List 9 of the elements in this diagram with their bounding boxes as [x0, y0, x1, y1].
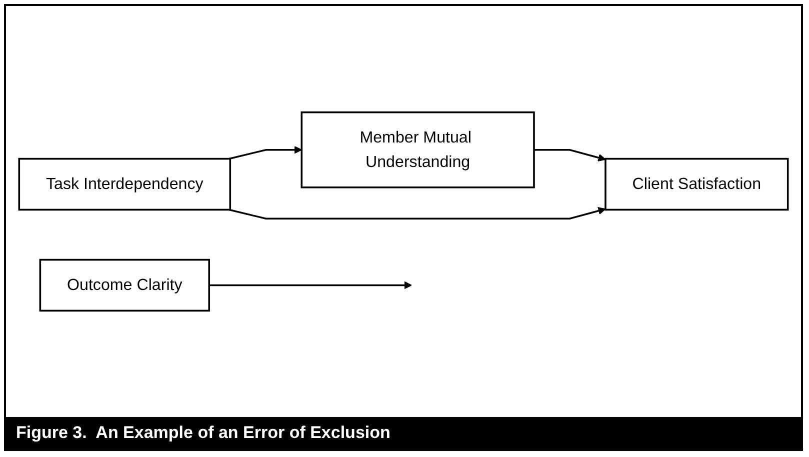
arrow: [229, 207, 606, 220]
node-box: Task Interdependency: [18, 158, 232, 211]
node-box: Client Satisfaction: [604, 158, 789, 211]
arrow: [229, 146, 302, 160]
node-box: Member Mutual Understanding: [300, 111, 535, 188]
arrow: [534, 148, 606, 162]
node-box: Outcome Clarity: [39, 258, 210, 312]
arrow: [209, 281, 412, 290]
figure-caption: Figure 3. An Example of an Error of Exclusion: [6, 417, 801, 449]
